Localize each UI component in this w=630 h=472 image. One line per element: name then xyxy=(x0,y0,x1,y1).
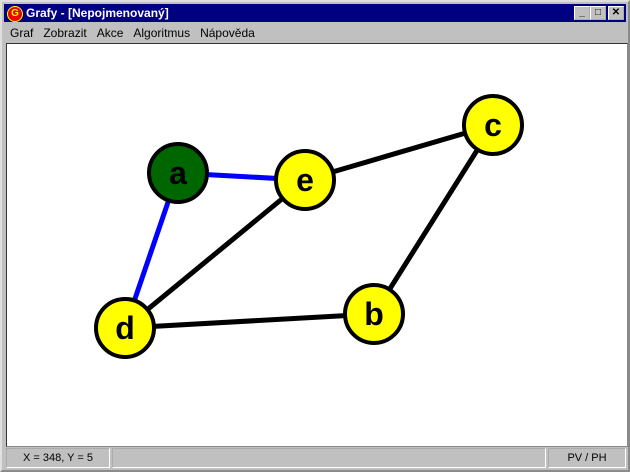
window-title: Grafy - [Nepojmenovaný] xyxy=(26,6,169,20)
node-label: a xyxy=(169,155,187,191)
graph-svg[interactable]: a e c b d xyxy=(7,44,627,446)
app-icon: G xyxy=(7,6,23,22)
menu-algoritmus[interactable]: Algoritmus xyxy=(133,26,191,40)
node-e[interactable]: e xyxy=(274,149,336,211)
status-coords: X = 348, Y = 5 xyxy=(6,448,110,468)
edge-e-c[interactable] xyxy=(304,122,494,183)
node-label: b xyxy=(364,296,384,332)
node-d[interactable]: d xyxy=(94,297,156,359)
menu-zobrazit[interactable]: Zobrazit xyxy=(43,26,87,40)
node-label: e xyxy=(296,162,314,198)
menu-bar: Graf Zobrazit Akce Algoritmus Nápověda xyxy=(4,23,259,41)
close-button[interactable]: ✕ xyxy=(608,6,624,20)
menu-akce[interactable]: Akce xyxy=(96,26,124,40)
menu-napoveda[interactable]: Nápověda xyxy=(200,26,255,40)
edge-e-d[interactable] xyxy=(123,178,307,330)
edge-d-b[interactable] xyxy=(124,311,375,331)
node-a[interactable]: a xyxy=(147,142,209,204)
node-b[interactable]: b xyxy=(343,283,405,345)
node-label: c xyxy=(484,107,502,143)
status-mode: PV / PH xyxy=(548,448,626,468)
node-c[interactable]: c xyxy=(462,94,524,156)
node-label: d xyxy=(115,310,135,346)
status-middle xyxy=(112,448,546,468)
edge-c-b[interactable] xyxy=(371,123,496,316)
minimize-button[interactable]: _ xyxy=(574,6,590,20)
title-bar: G Grafy - [Nepojmenovaný] _ □ ✕ xyxy=(4,4,626,22)
maximize-button[interactable]: □ xyxy=(590,6,606,20)
menu-graf[interactable]: Graf xyxy=(10,26,34,40)
graph-canvas[interactable]: a e c b d xyxy=(6,43,628,447)
